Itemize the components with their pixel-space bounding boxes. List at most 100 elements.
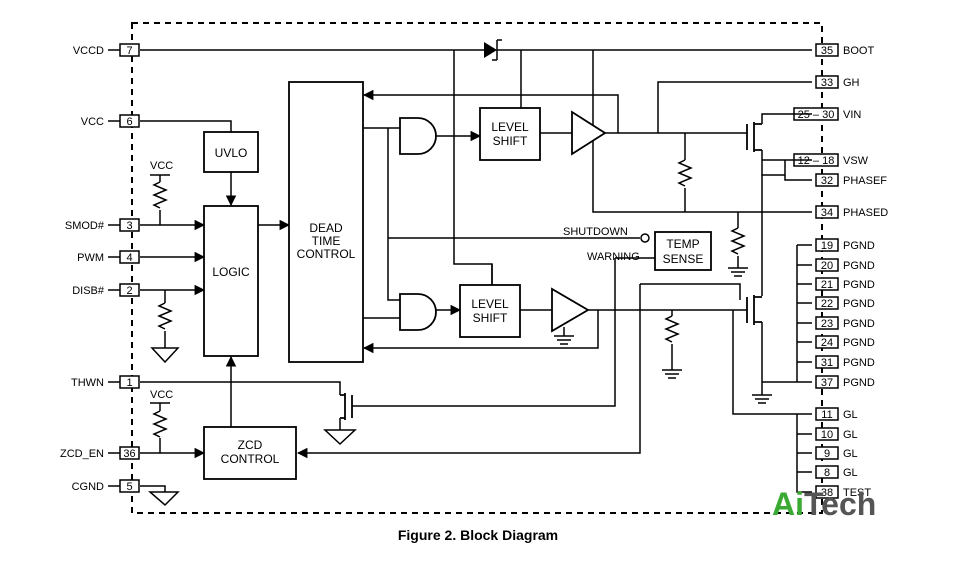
uvlo-label: UVLO: [215, 146, 248, 160]
level-shift-high-label-2: SHIFT: [493, 134, 528, 148]
pin-box: [815, 375, 839, 389]
pin-number: 24: [821, 337, 833, 349]
low-side-driver-icon: [551, 287, 590, 333]
temp-sense-label-1: TEMP: [666, 237, 699, 251]
pin-number: 33: [821, 77, 833, 89]
pin-number: 7: [126, 45, 132, 57]
pin-number: 4: [126, 252, 132, 264]
zcd-label-1: ZCD: [238, 438, 263, 452]
pin-name: PHASEF: [843, 175, 887, 187]
level-shift-low-label-2: SHIFT: [473, 311, 508, 325]
pin-name: GL: [843, 448, 858, 460]
pin-number: 37: [821, 377, 833, 389]
high-side-mosfet-icon: [746, 122, 762, 152]
pin-number: 12 – 18: [798, 155, 835, 167]
pin-name: PGND: [843, 240, 875, 252]
pin-name: VCCD: [73, 45, 104, 57]
pin-box: [119, 218, 140, 232]
pin-box: [815, 446, 839, 460]
thwn-mosfet-icon: [340, 393, 353, 420]
zcd-label-2: CONTROL: [221, 452, 280, 466]
left-pin: 3 SMOD#: [65, 218, 140, 232]
temp-sense-label-2: SENSE: [663, 252, 704, 266]
pin-box: [815, 277, 839, 291]
pin-number: 36: [123, 448, 135, 460]
pin-name: SMOD#: [65, 220, 105, 232]
right-pin: 19 PGND: [815, 238, 875, 252]
pin-number: 1: [126, 377, 132, 389]
pin-box: [119, 375, 140, 389]
left-pin: 6 VCC: [81, 114, 140, 128]
pin-box: [119, 43, 140, 57]
pin-number: 31: [821, 357, 833, 369]
pin-name: GH: [843, 77, 860, 89]
pin-number: 25 – 30: [798, 109, 835, 121]
pin-name: THWN: [71, 377, 104, 389]
pin-box: [815, 335, 839, 349]
and-gate-high-icon: [399, 117, 437, 155]
pin-number: 19: [821, 240, 833, 252]
pin-box: [815, 205, 839, 219]
vcc-zcd-label: VCC: [150, 389, 173, 401]
pin-name: CGND: [72, 481, 104, 493]
level-shift-high-label-1: LEVEL: [491, 120, 529, 134]
pin-number: 6: [126, 116, 132, 128]
right-pin: 32 PHASEF: [815, 173, 887, 187]
pin-box: [815, 316, 839, 330]
pin-number: 32: [821, 175, 833, 187]
pin-name: VSW: [843, 155, 869, 167]
pin-name: VIN: [843, 109, 861, 121]
pin-box: [815, 355, 839, 369]
pin-name: GL: [843, 467, 858, 479]
logic-block: [203, 205, 259, 357]
vcc-smod-label: VCC: [150, 160, 173, 172]
pin-box: [119, 114, 140, 128]
figure-caption: Figure 2. Block Diagram: [398, 527, 558, 543]
pin-box: [815, 258, 839, 272]
dead-time-control-block: [288, 81, 364, 363]
dead-time-label-1: DEAD: [309, 221, 343, 235]
pin-name: PGND: [843, 279, 875, 291]
pin-box: [815, 465, 839, 479]
zcd-control-block: [203, 426, 297, 480]
right-pin: 21 PGND: [815, 277, 875, 291]
right-pin: 8 GL: [815, 465, 858, 479]
pin-number: 8: [824, 467, 830, 479]
left-pin-group: 7VCCD6VCC3SMOD#4PWM2DISB#1THWN36ZCD_EN5C…: [60, 43, 140, 493]
pin-number: 22: [821, 298, 833, 310]
left-pin: 36 ZCD_EN: [60, 446, 140, 460]
pin-box: [815, 296, 839, 310]
wiring: [140, 49, 812, 493]
left-pin: 7 VCCD: [73, 43, 140, 57]
pin-number: 10: [821, 429, 833, 441]
pin-box: [815, 43, 839, 57]
pin-box: [815, 427, 839, 441]
pin-name: DISB#: [72, 285, 105, 297]
pin-number: 3: [126, 220, 132, 232]
right-pin: 33 GH: [815, 75, 860, 89]
ground-symbols: [147, 267, 772, 507]
dead-time-label-3: CONTROL: [297, 247, 356, 261]
pin-box: [119, 479, 140, 493]
pin-number: 34: [821, 207, 833, 219]
pin-number: 35: [821, 45, 833, 57]
shutdown-bubble-icon: [640, 233, 650, 243]
pin-name: VCC: [81, 116, 104, 128]
pin-number: 23: [821, 318, 833, 330]
right-pin: 9 GL: [815, 446, 858, 460]
resistor-symbols: [152, 159, 746, 438]
pin-number: 9: [824, 448, 830, 460]
pin-number: 38: [821, 487, 833, 499]
pin-name: ZCD_EN: [60, 448, 104, 460]
level-shift-low-label-1: LEVEL: [471, 297, 509, 311]
pin-box: [815, 238, 839, 252]
pin-number: 21: [821, 279, 833, 291]
and-gate-low-icon: [399, 293, 437, 331]
